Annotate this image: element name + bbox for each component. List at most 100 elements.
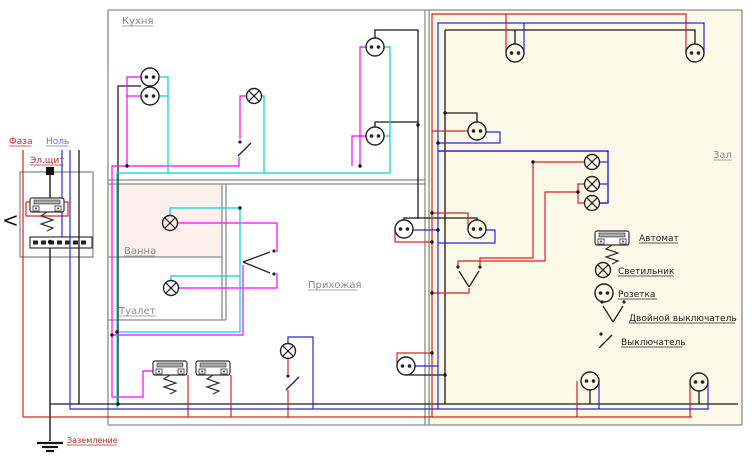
- switch-icon: [285, 374, 300, 391]
- socket-pin: [151, 94, 156, 98]
- terminal-dot: [158, 370, 160, 373]
- breaker-terminal: [198, 368, 206, 375]
- panel-box: [19, 171, 94, 258]
- light-cross: [282, 345, 294, 357]
- wire: [445, 29, 696, 44]
- breaker-spring: [162, 374, 178, 395]
- socket-pin: [689, 51, 694, 55]
- breaker-bar: [33, 199, 61, 205]
- socket-body: [396, 356, 416, 376]
- socket-icon: [594, 283, 614, 303]
- breaker-bar: [598, 232, 626, 238]
- switch-contact: [600, 300, 604, 304]
- label-grounding: Заземление: [67, 436, 118, 445]
- socket-body: [394, 219, 414, 239]
- socket-pin: [369, 134, 374, 138]
- switch-icon: [237, 140, 252, 157]
- breaker-terminal: [155, 368, 163, 375]
- wire-junction: [576, 190, 580, 194]
- wire: [359, 46, 366, 166]
- wire: [351, 135, 366, 166]
- switch-contact: [238, 140, 242, 144]
- breaker-icon: [152, 360, 188, 395]
- light-icon: [583, 153, 601, 171]
- light-icon: [583, 175, 601, 193]
- socket-icon: [580, 371, 600, 391]
- socket-pin: [376, 45, 381, 49]
- socket-pin: [376, 134, 381, 138]
- socket-body: [467, 219, 487, 239]
- wire: [117, 208, 241, 333]
- label-kitchen: Кухня: [122, 16, 154, 27]
- socket-icon: [685, 43, 705, 63]
- double-switch-icon: [456, 265, 482, 288]
- switch-blade: [468, 270, 480, 288]
- socket-pin: [693, 380, 698, 384]
- switch-blade: [458, 270, 470, 288]
- switch-contact: [478, 265, 482, 269]
- socket-body: [140, 86, 160, 106]
- switch-blade: [602, 305, 614, 323]
- wire-junction: [115, 330, 119, 334]
- wire-junction: [416, 123, 420, 127]
- wire-junction: [110, 333, 114, 337]
- wire: [438, 131, 501, 144]
- ground-icon: [37, 441, 63, 453]
- wire-junction: [443, 111, 447, 115]
- light-body: [583, 175, 601, 193]
- light-cross: [597, 264, 609, 276]
- wire: [437, 22, 705, 409]
- wire: [239, 95, 247, 139]
- room-area-bath: [109, 184, 222, 257]
- light-cross: [586, 156, 598, 168]
- socket-icon: [396, 356, 416, 376]
- wire: [457, 191, 578, 268]
- legend-label: Двойной выключатель: [629, 314, 737, 324]
- socket-icon: [467, 219, 487, 239]
- breaker-terminal: [32, 205, 40, 212]
- socket-body: [594, 283, 614, 303]
- wires-layer: [22, 13, 738, 441]
- light-body: [594, 261, 612, 279]
- socket-icon: [394, 219, 414, 239]
- switch-icon: [598, 332, 613, 349]
- light-cross: [586, 197, 598, 209]
- breaker-terminal: [177, 368, 185, 375]
- double-switch-icon: [242, 249, 276, 276]
- terminal-dot: [201, 370, 203, 373]
- breaker-spring: [39, 211, 55, 232]
- wire-junction: [430, 211, 434, 215]
- light-icon: [245, 87, 263, 105]
- wire: [438, 150, 609, 204]
- wire-junction: [48, 240, 52, 244]
- socket-pin: [478, 227, 483, 231]
- wire: [445, 112, 478, 122]
- light-body: [583, 153, 601, 171]
- wire: [170, 275, 240, 281]
- socket-body: [365, 37, 385, 57]
- socket-pin: [584, 379, 589, 383]
- switch-contact: [456, 265, 460, 269]
- light-icon: [594, 261, 612, 279]
- light-icon: [583, 194, 601, 212]
- legend-label: Розетка: [618, 290, 655, 300]
- wire-junction: [358, 164, 362, 168]
- components-layer: [29, 37, 709, 453]
- light-body: [161, 214, 179, 232]
- socket-pin: [605, 291, 610, 295]
- switch-blade: [612, 305, 624, 323]
- light-cross: [164, 217, 176, 229]
- label-bath: Ванна: [124, 246, 156, 257]
- breaker-bar: [156, 362, 184, 368]
- wire: [384, 46, 391, 173]
- light-icon: [279, 342, 297, 360]
- legend-label: Светильник: [618, 267, 675, 277]
- socket-body: [689, 372, 709, 392]
- socket-body: [467, 121, 487, 141]
- wire: [178, 273, 278, 289]
- terminal-dot: [223, 370, 225, 373]
- wire-junction: [443, 373, 447, 377]
